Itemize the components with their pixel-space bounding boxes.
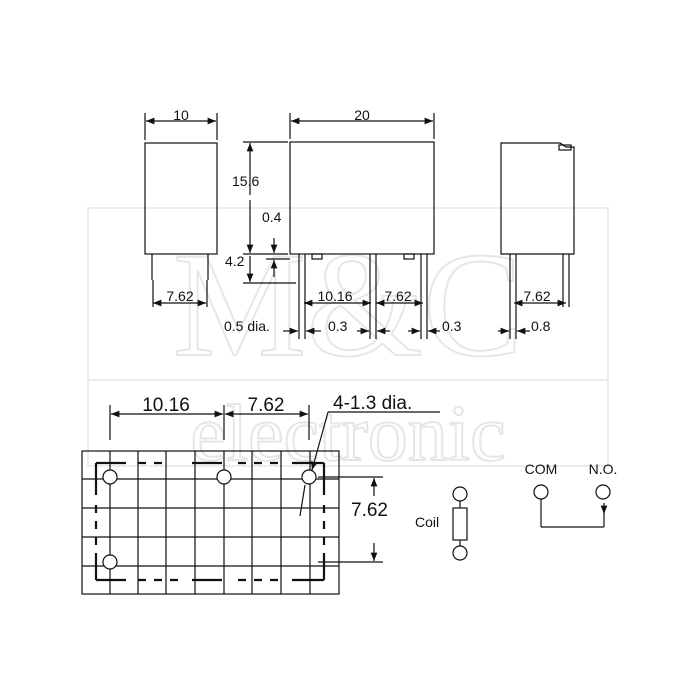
end-view <box>498 142 575 339</box>
pcb-spacing-2-label: 7.62 <box>248 395 285 416</box>
coil-symbol <box>452 486 468 561</box>
pcb-spacing-1-label: 10.16 <box>142 395 190 416</box>
pcb-hole <box>216 469 232 485</box>
pcb-vertical-spacing-label: 7.62 <box>351 500 388 521</box>
side-pin-spacing-2-label: 7.62 <box>384 288 411 304</box>
pcb-hole-label: 4-1.3 dia. <box>333 393 412 414</box>
front-view <box>144 113 218 307</box>
side-pin-dia-label: 0.5 dia. <box>224 318 270 334</box>
side-view <box>243 113 440 339</box>
pcb-hole <box>102 469 118 485</box>
side-tol-1-label: 0.3 <box>328 318 348 334</box>
side-standoff-label: 0.4 <box>262 209 282 225</box>
pcb-layout <box>81 405 440 595</box>
side-pin-length-label: 4.2 <box>225 253 245 269</box>
watermark: M&C electronic <box>87 207 609 479</box>
end-pin-spacing-label: 7.62 <box>523 288 550 304</box>
coil-label: Coil <box>415 514 439 530</box>
pcb-hole <box>301 469 317 485</box>
side-height-label: 15.6 <box>232 173 259 189</box>
no-label: N.O. <box>589 461 618 477</box>
watermark-line1: M&C <box>173 222 523 388</box>
side-tol-2-label: 0.3 <box>442 318 462 334</box>
contact-symbol <box>533 484 611 528</box>
com-label: COM <box>525 461 558 477</box>
pcb-hole <box>102 554 118 570</box>
side-width-label: 20 <box>354 107 370 123</box>
side-pin-spacing-1-label: 10.16 <box>317 288 352 304</box>
end-tol-label: 0.8 <box>531 318 551 334</box>
front-width-label: 10 <box>173 107 189 123</box>
front-pin-spacing-label: 7.62 <box>166 288 193 304</box>
